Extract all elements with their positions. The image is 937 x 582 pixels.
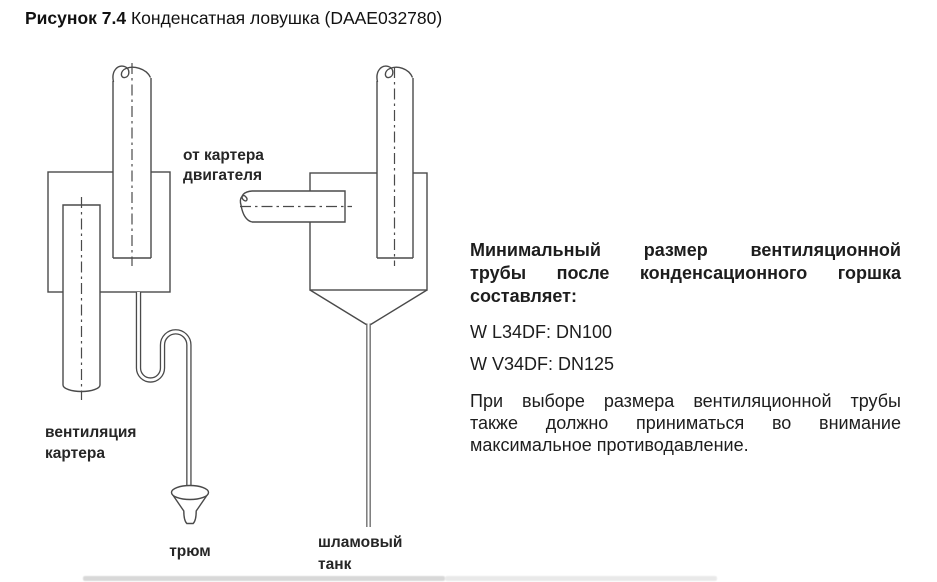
- centerlines-left: [80, 63, 133, 400]
- vent-pipe-left: [112, 65, 152, 259]
- lead-line: Минимальный размер вентиляционной: [470, 240, 901, 260]
- spec-item-l34df: W L34DF: DN100: [470, 322, 613, 342]
- min-size-statement: Минимальный размер вентиляционной трубы …: [470, 239, 901, 308]
- bilge-funnel: [170, 484, 210, 525]
- right-trap-assembly: [239, 65, 428, 527]
- broken-pipe-end-icon: [239, 190, 253, 223]
- scan-artifact-bar: [83, 576, 445, 581]
- figure-caption: Конденсатная ловушка (DAAE032780): [126, 8, 443, 28]
- condensate-trap-diagram: от картера двигателя вентиляция картера …: [45, 63, 428, 573]
- s-trap-pipe: [135, 292, 192, 496]
- scan-artifact-bar: [445, 576, 717, 581]
- lead-line: трубы после конденсационного горшка: [470, 263, 901, 283]
- left-trap-assembly: [47, 63, 210, 525]
- note-line: также должно приниматься во внимание: [470, 413, 901, 433]
- spec-item-v34df: W V34DF: DN125: [470, 354, 615, 374]
- label-crankcase-vent-line1: вентиляция: [45, 424, 136, 441]
- broken-pipe-end-icon: [112, 65, 152, 83]
- broken-pipe-end-icon: [376, 65, 414, 83]
- figure-title: Рисунок 7.4 Конденсатная ловушка (DAAE03…: [25, 6, 442, 30]
- centerlines-right: [240, 67, 396, 266]
- label-bilge: трюм: [169, 543, 211, 560]
- label-sludge-tank-line2: танк: [318, 556, 352, 573]
- backpressure-note: При выборе размера вентиляционной трубы …: [470, 390, 901, 456]
- label-from-crankcase-line1: от картера: [183, 147, 264, 164]
- note-line: максимальное противодавление.: [470, 435, 749, 455]
- note-line: При выборе размера вентиляционной трубы: [470, 391, 901, 411]
- figure-number: Рисунок 7.4: [25, 8, 127, 28]
- label-crankcase-vent-line2: картера: [45, 445, 105, 462]
- label-sludge-tank-line1: шламовый: [318, 534, 402, 551]
- crankcase-inlet-pipe: [239, 190, 346, 223]
- lead-line: составляет:: [470, 286, 577, 306]
- label-from-crankcase-line2: двигателя: [183, 167, 262, 184]
- vent-pipe-info-block: Минимальный размер вентиляционной трубы …: [470, 239, 901, 456]
